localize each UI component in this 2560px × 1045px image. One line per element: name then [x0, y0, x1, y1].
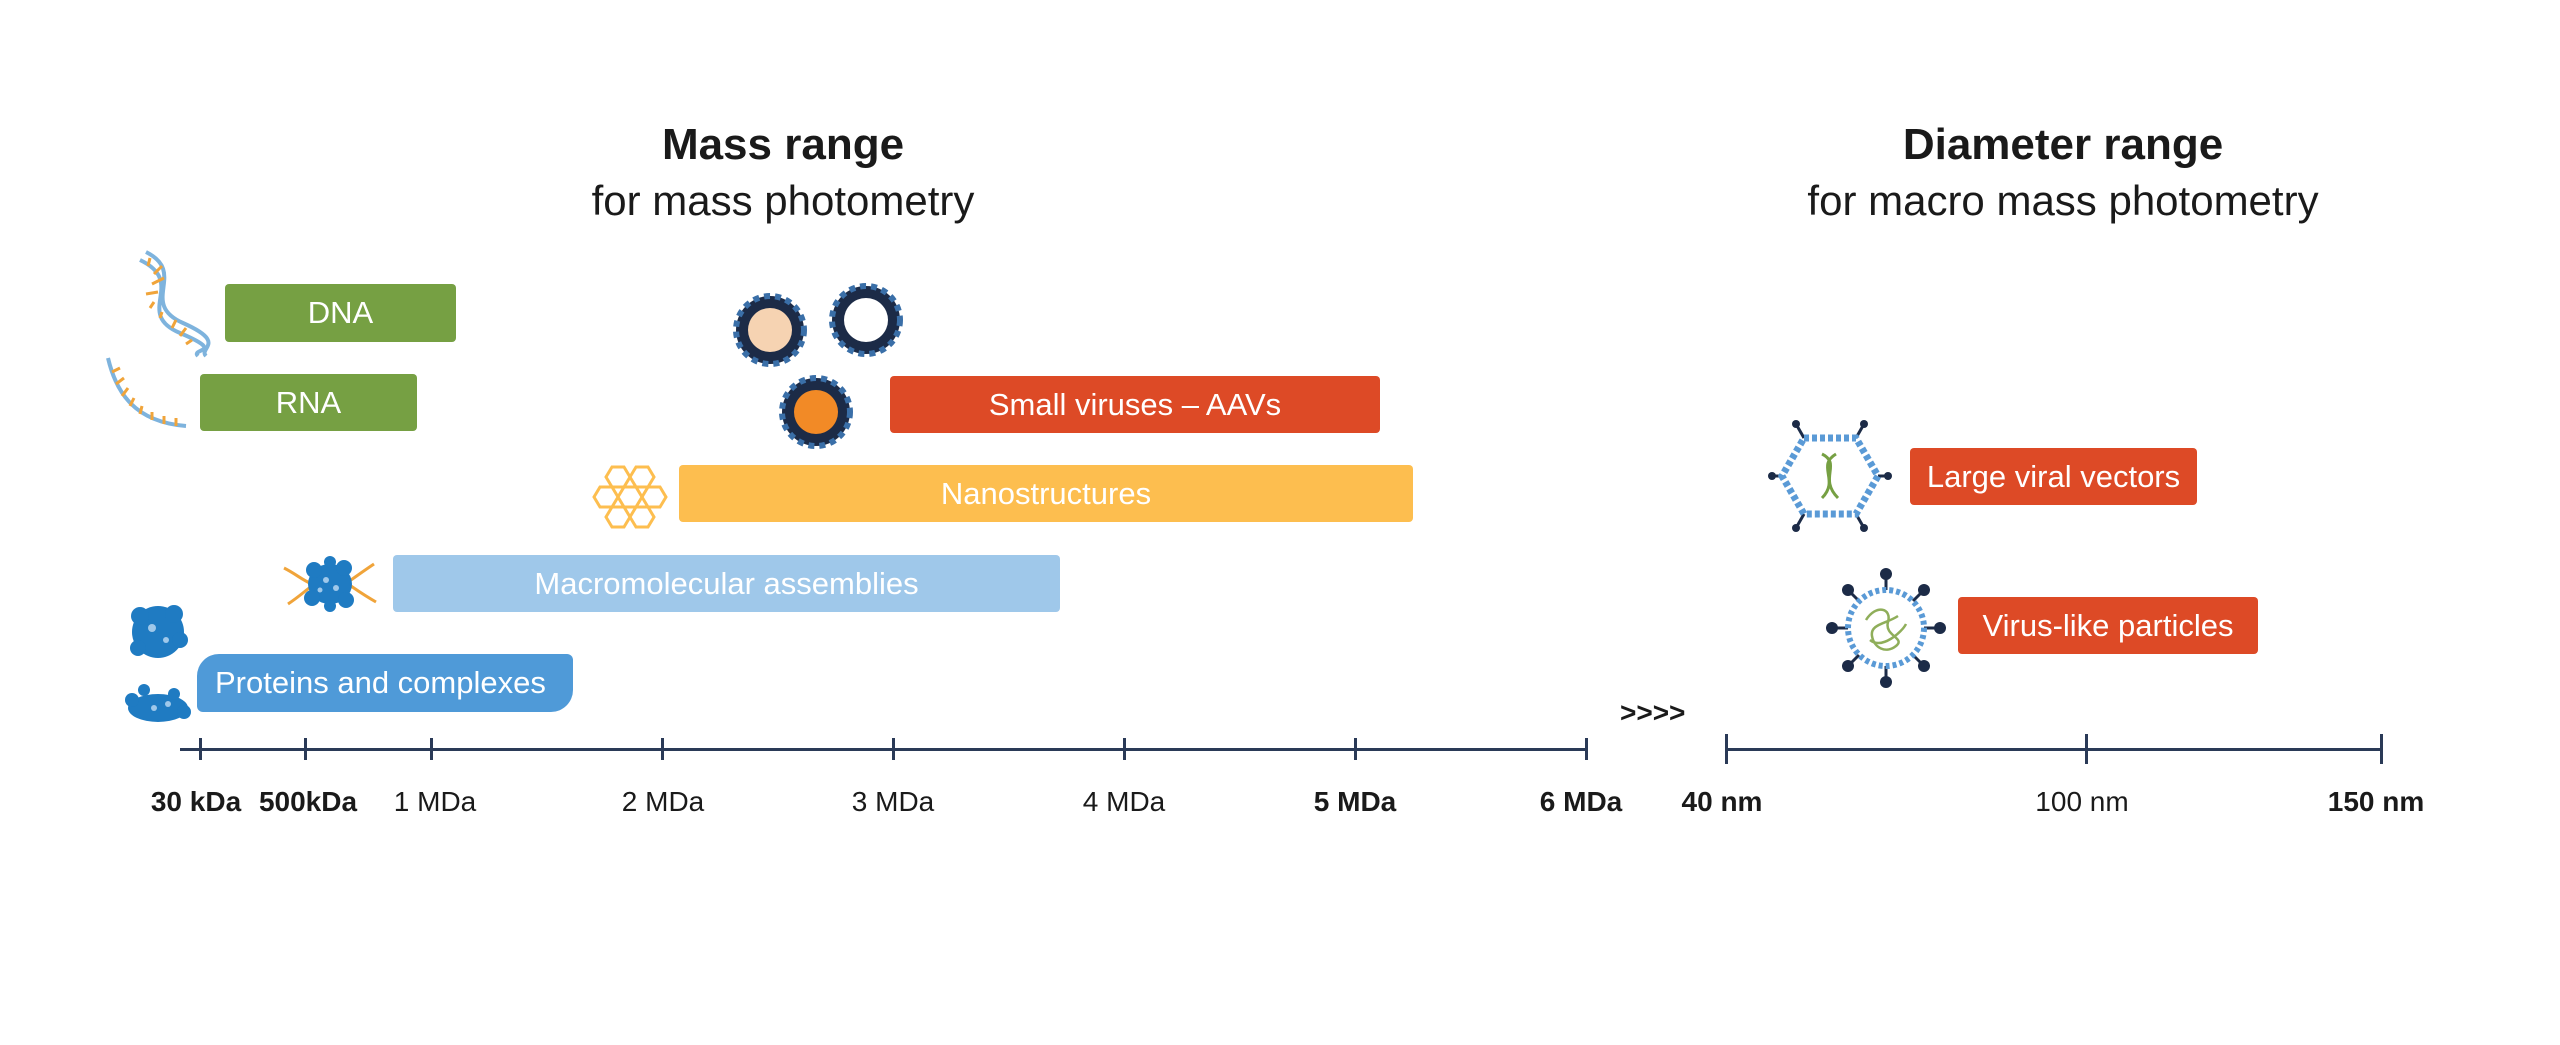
- mass-tick-6mda: [1585, 738, 1588, 760]
- diameter-label-40nm: 40 nm: [1681, 786, 1763, 817]
- rna-strand-icon: [106, 357, 187, 428]
- mass-range-title: Mass range: [661, 120, 905, 169]
- large-viral-vectors-bar: Large viral vectors: [1910, 448, 2197, 505]
- proteins-and-complexes-bar: Proteins and complexes: [197, 654, 573, 712]
- mass-label-2mda: 2 MDa: [621, 786, 705, 817]
- diameter-tick-100nm: [2085, 734, 2088, 764]
- protein-structure-icon: [125, 605, 191, 722]
- dna-bar: DNA: [225, 284, 456, 342]
- mass-range-heading: Mass range for mass photometry: [592, 118, 975, 230]
- virus-particles-icon: [733, 283, 903, 449]
- diameter-range-heading: Diameter range for macro mass photometry: [1807, 118, 2318, 230]
- mass-label-4mda: 4 MDa: [1082, 786, 1166, 817]
- axis-break-arrows: >>>>: [1620, 697, 1686, 728]
- mass-label-500kda: 500kDa: [258, 786, 358, 817]
- mass-label-6mda: 6 MDa: [1539, 786, 1623, 817]
- mass-label-1mda: 1 MDa: [393, 786, 477, 817]
- small-viruses-bar: Small viruses – AAVs: [890, 376, 1380, 433]
- diameter-label-150nm: 150 nm: [2327, 786, 2425, 817]
- mass-tick-4mda: [1123, 738, 1126, 760]
- mass-tick-2mda: [661, 738, 664, 760]
- mass-tick-5mda: [1354, 738, 1357, 760]
- mass-axis-line: [180, 748, 1587, 751]
- mass-range-subtitle: for mass photometry: [591, 177, 975, 224]
- diameter-range-title: Diameter range: [1902, 120, 2224, 169]
- diameter-tick-40nm: [1725, 734, 1728, 764]
- dna-helix-icon: [139, 250, 211, 358]
- mass-label-5mda: 5 MDa: [1313, 786, 1397, 817]
- rna-bar: RNA: [200, 374, 417, 431]
- virus-like-particles-bar: Virus-like particles: [1958, 597, 2258, 654]
- macromolecular-assemblies-bar: Macromolecular assemblies: [393, 555, 1060, 612]
- mass-tick-1mda: [430, 738, 433, 760]
- diameter-range-subtitle: for macro mass photometry: [1807, 177, 2319, 224]
- hexagon-lattice-icon: [592, 465, 668, 529]
- mass-label-30kda: 30 kDa: [150, 786, 242, 817]
- virus-like-particle-icon: [1826, 568, 1946, 688]
- mass-tick-30kda: [199, 738, 202, 760]
- mass-tick-3mda: [892, 738, 895, 760]
- diameter-tick-150nm: [2380, 734, 2383, 764]
- mass-label-3mda: 3 MDa: [851, 786, 935, 817]
- viral-capsid-icon: [1768, 420, 1892, 532]
- diameter-label-100nm: 100 nm: [2035, 786, 2129, 817]
- diameter-axis-line: [1725, 748, 2383, 751]
- macromolecule-icon: [283, 556, 377, 612]
- nanostructures-bar: Nanostructures: [679, 465, 1413, 522]
- mass-tick-500kda: [304, 738, 307, 760]
